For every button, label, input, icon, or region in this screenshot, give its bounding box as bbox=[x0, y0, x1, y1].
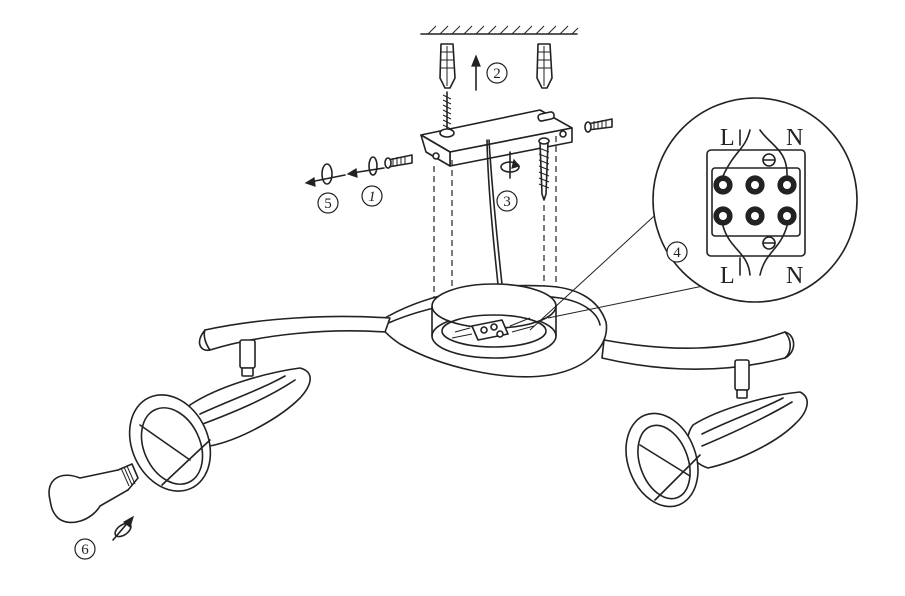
side-screw-right bbox=[584, 118, 613, 133]
ceiling-surface bbox=[420, 25, 579, 35]
step-5-callout: 5 bbox=[317, 192, 339, 214]
terminal-screws-top bbox=[713, 175, 797, 195]
terminal-label-top-right: N bbox=[786, 125, 803, 151]
step-2-callout: 2 bbox=[486, 62, 508, 84]
step-6-rotation-arrow bbox=[112, 515, 134, 541]
step-2-arrow bbox=[471, 54, 481, 91]
step-6-callout: 6 bbox=[74, 538, 96, 560]
terminal-screws-bottom bbox=[713, 206, 797, 226]
step-5-label: 5 bbox=[324, 196, 332, 212]
terminal-label-bottom-left: L bbox=[720, 263, 735, 289]
step-3-callout: 3 bbox=[496, 190, 518, 212]
right-arm bbox=[601, 331, 795, 371]
fixture-base bbox=[379, 283, 608, 378]
bulb bbox=[48, 463, 139, 524]
step-5-rotation-arrow bbox=[304, 163, 346, 187]
terminal-block-detail: L N L N bbox=[652, 97, 858, 303]
mounting-bracket bbox=[420, 109, 573, 167]
left-arm bbox=[198, 315, 391, 352]
wall-plug-left bbox=[439, 43, 456, 89]
step-4-label: 4 bbox=[673, 245, 681, 261]
left-spotlight bbox=[128, 339, 311, 492]
step-1-label: 1 bbox=[368, 189, 376, 205]
step-3-rotation-arrow bbox=[500, 151, 521, 179]
right-spotlight bbox=[625, 359, 808, 508]
wall-plug-right bbox=[536, 43, 553, 89]
terminal-label-bottom-right: N bbox=[786, 263, 803, 289]
step-1-rotation-arrow bbox=[346, 156, 385, 178]
ceiling-screw-right bbox=[538, 137, 550, 201]
step-1-callout: 1 bbox=[361, 185, 383, 207]
step-6-label: 6 bbox=[81, 542, 89, 558]
step-4-callout: 4 bbox=[666, 241, 688, 263]
terminal-label-top-left: L bbox=[720, 125, 735, 151]
step-3-label: 3 bbox=[503, 194, 511, 210]
step-2-label: 2 bbox=[493, 66, 501, 82]
side-screw-left bbox=[384, 154, 413, 169]
